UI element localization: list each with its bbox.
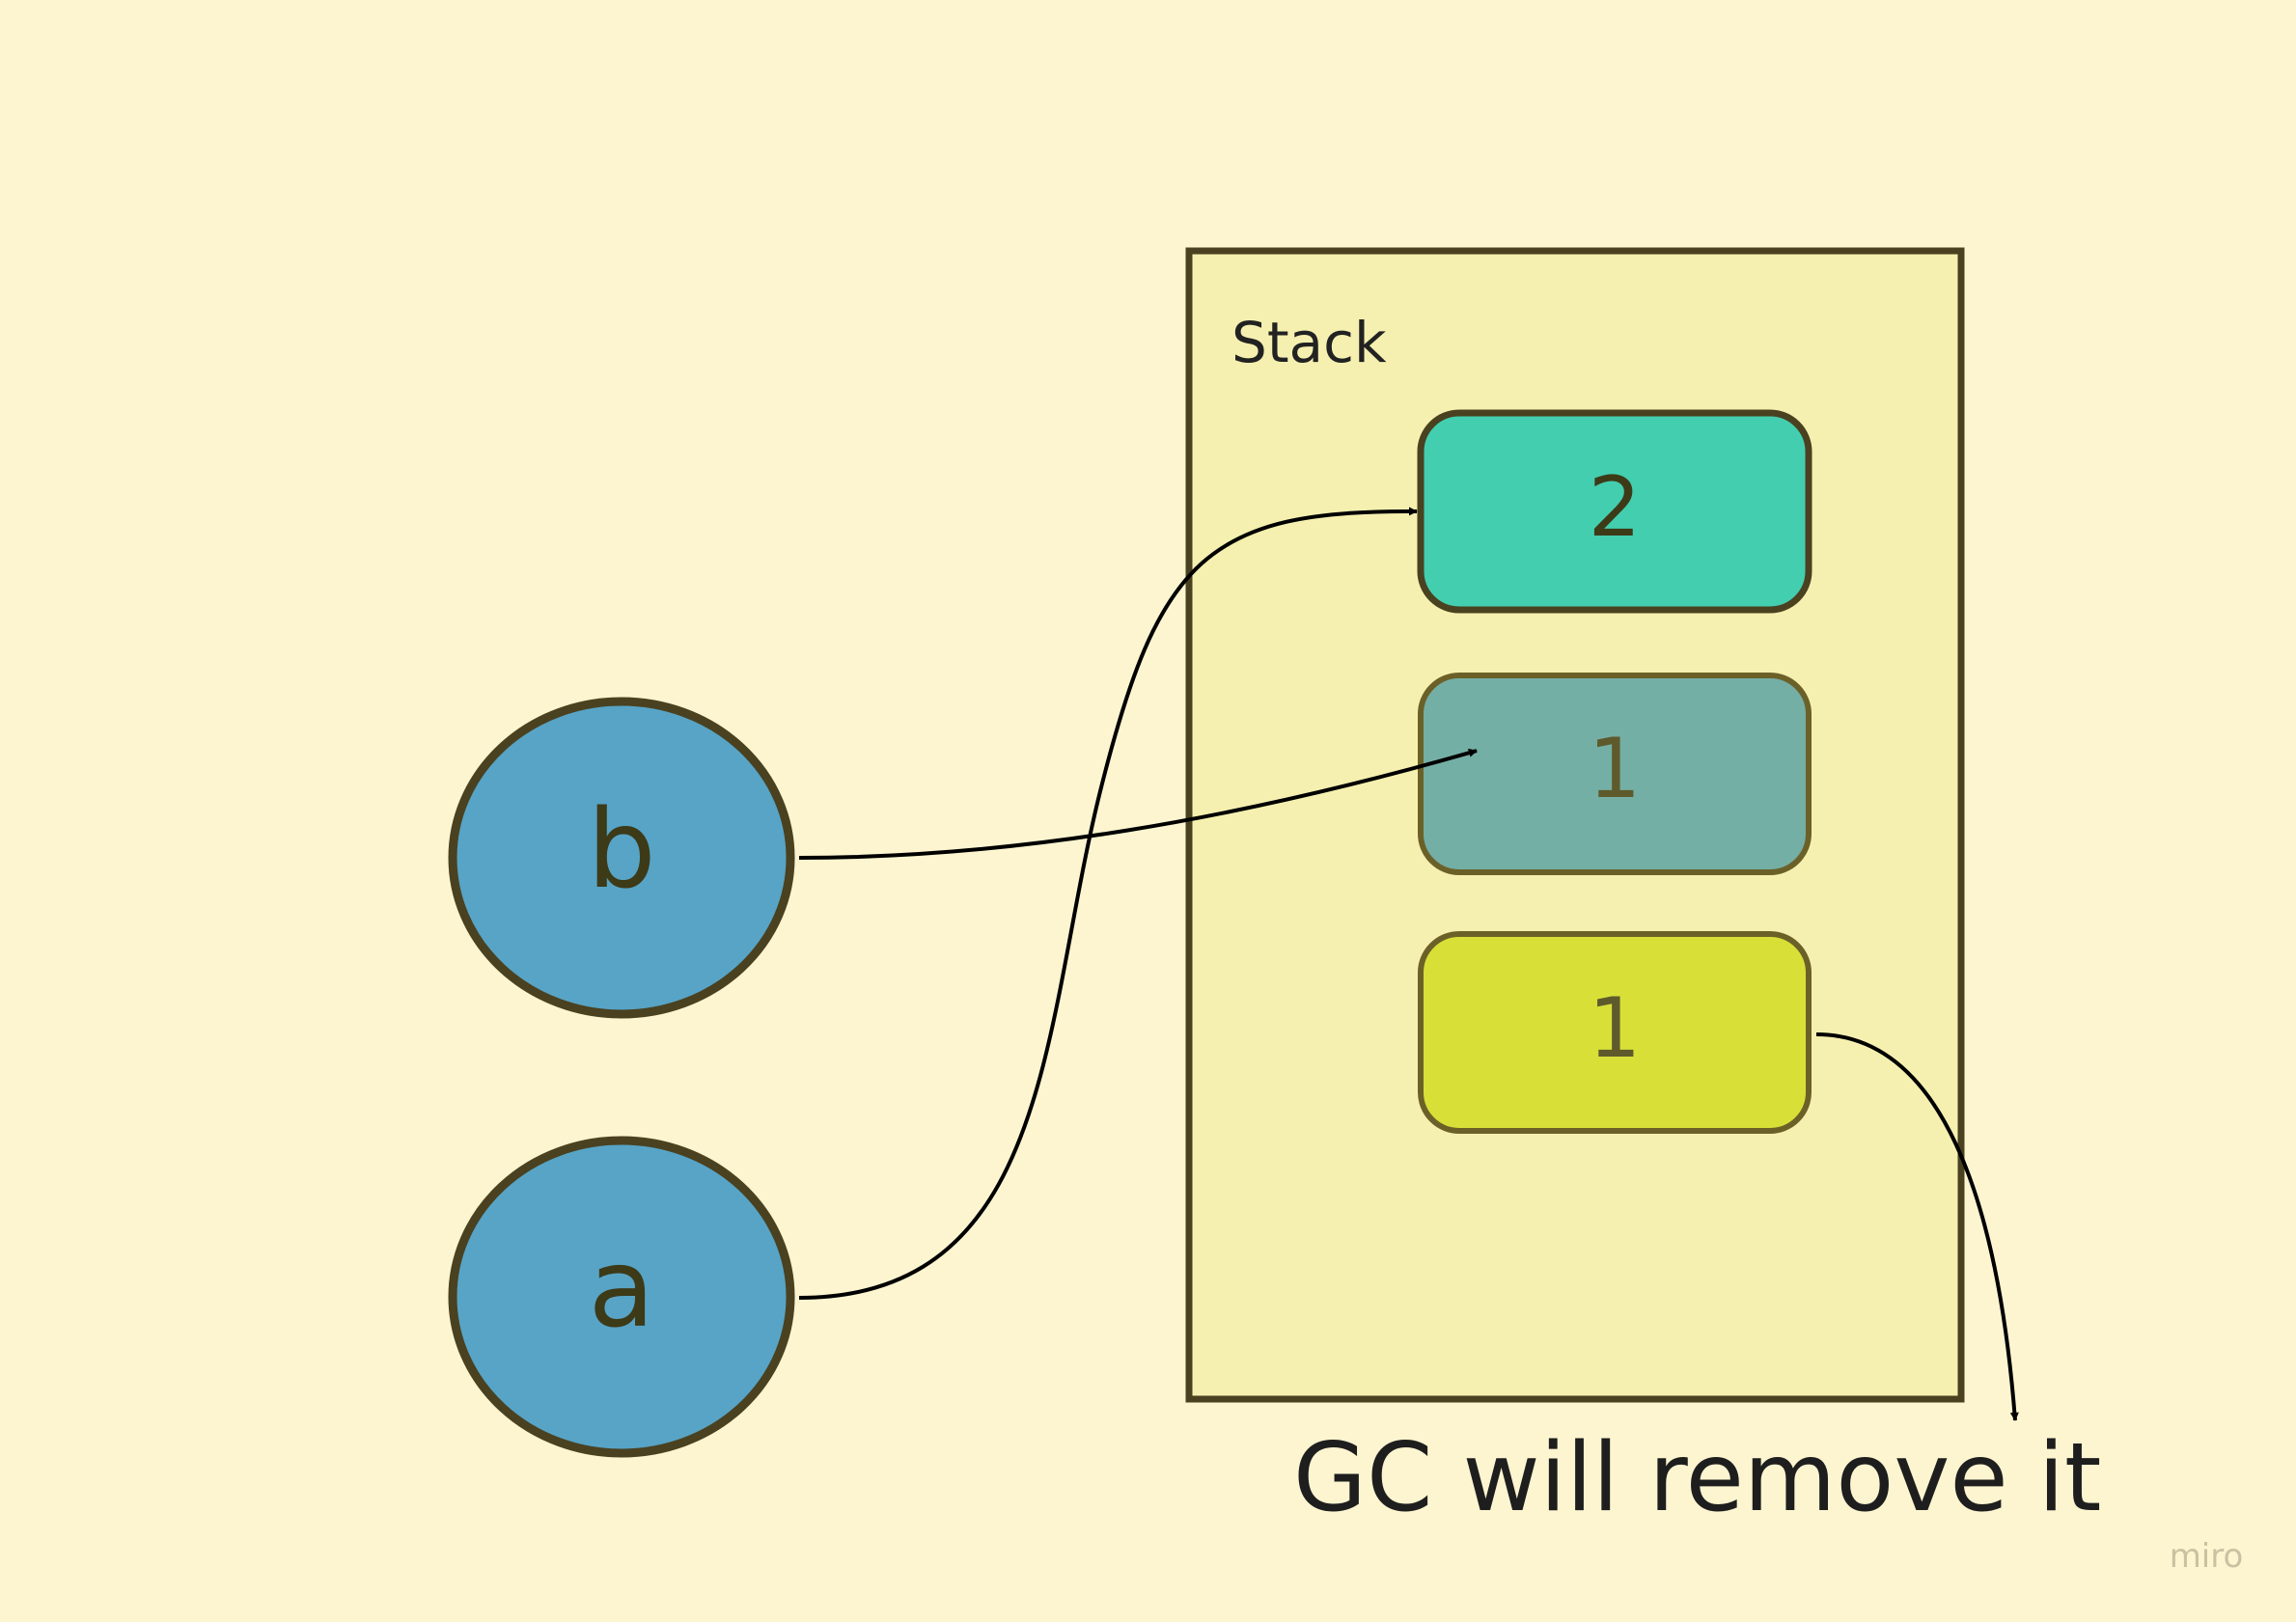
variable-a-label: a [589,1226,655,1352]
stack-cell-top-box [1417,409,1812,614]
stack-cell-middle-box [1418,673,1812,875]
miro-watermark: miro [2170,1537,2244,1576]
variable-b: b [448,697,795,1019]
variable-b-label: b [587,787,655,913]
stack-label: Stack [1231,310,1387,375]
arrow-a-to-top-cell [798,507,1418,1300]
variable-b-circle [448,697,795,1019]
stack-cell-middle: 1 [1418,673,1812,875]
stack-cell-bottom: 1 [1418,931,1812,1134]
variable-a: a [448,1136,795,1458]
gc-caption: GC will remove it [1293,1423,2101,1533]
arrow-bottom-cell-to-gc [1815,1032,2019,1421]
variable-a-circle [448,1136,795,1458]
stack-cell-bottom-box [1418,931,1812,1134]
stack-cell-middle-value: 1 [1589,721,1642,817]
stack-cell-top: 2 [1417,409,1812,614]
stack-cell-top-value: 2 [1589,459,1642,556]
arrow-b-to-middle-cell [798,748,1478,860]
stack-cell-bottom-value: 1 [1589,980,1642,1077]
